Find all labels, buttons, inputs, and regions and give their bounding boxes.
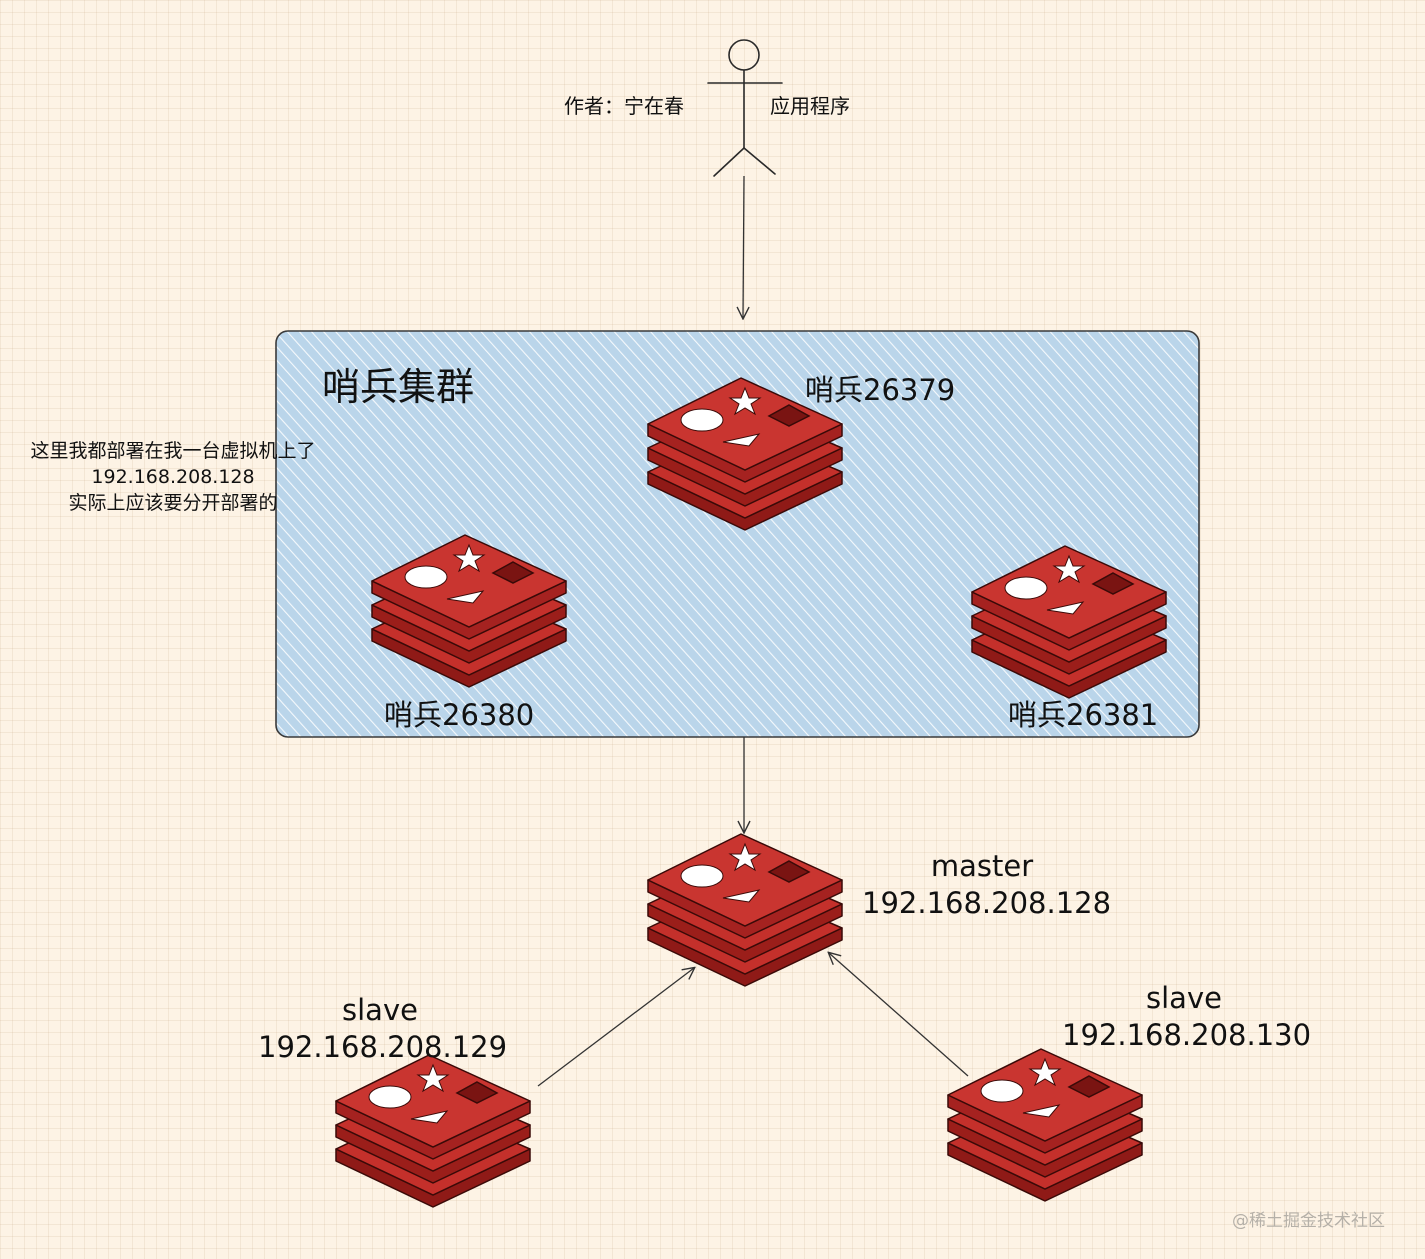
sentinel-label-26379: 哨兵26379 [805, 373, 956, 407]
note-line-1: 这里我都部署在我一台虚拟机上了 [30, 440, 316, 462]
arrow-slave2-to-master [829, 953, 969, 1077]
cluster-title: 哨兵集群 [322, 365, 475, 409]
slave2-ip: 192.168.208.130 [1062, 1018, 1312, 1052]
application-label: 应用程序 [770, 94, 850, 118]
watermark: @稀土掘金技术社区 [1232, 1211, 1385, 1231]
note-line-3: 实际上应该要分开部署的 [68, 492, 278, 514]
person-icon [707, 39, 783, 177]
slave2-label: slave 192.168.208.130 [1062, 980, 1312, 1054]
redis-icon [947, 1048, 1143, 1202]
note-line-2: 192.168.208.128 [91, 466, 255, 488]
slave1-label: slave 192.168.208.129 [258, 992, 508, 1066]
sentinel-label-26380: 哨兵26380 [384, 698, 535, 732]
arrow-slave1-to-master [537, 968, 694, 1087]
sentinel-label-26381: 哨兵26381 [1008, 698, 1159, 732]
arrow-app-to-cluster [743, 175, 744, 318]
deployment-note: 这里我都部署在我一台虚拟机上了 192.168.208.128 实际上应该要分开… [8, 438, 338, 516]
author-label: 作者：宁在春 [564, 94, 684, 118]
master-ip: 192.168.208.128 [862, 886, 1112, 920]
slave1-role: slave [342, 993, 418, 1027]
master-role: master [930, 849, 1034, 883]
master-label: master 192.168.208.128 [862, 848, 1112, 922]
slave1-ip: 192.168.208.129 [258, 1030, 508, 1064]
slave2-role: slave [1146, 981, 1222, 1015]
redis-icon [647, 833, 843, 987]
redis-icon [335, 1054, 531, 1208]
